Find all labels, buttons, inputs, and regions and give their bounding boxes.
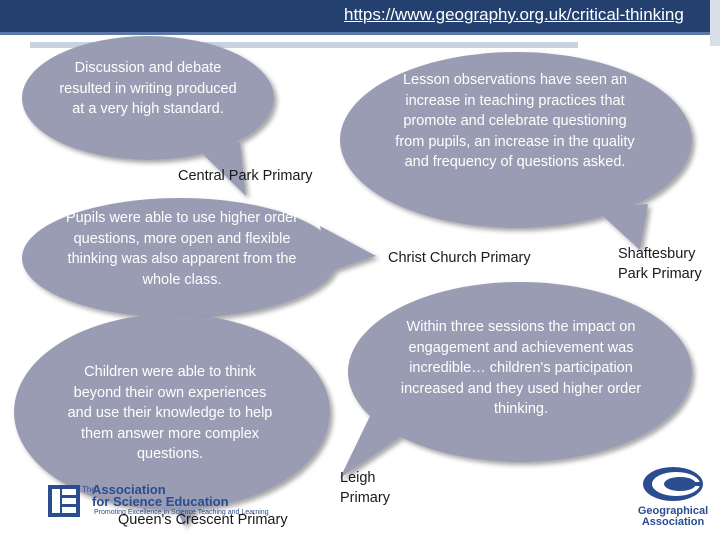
speech-bubble-children xyxy=(14,314,330,526)
ase-tagline: Promoting Excellence in Science Teaching… xyxy=(94,509,269,516)
source-link[interactable]: https://www.geography.org.uk/critical-th… xyxy=(344,5,684,24)
ase-logo: The Association for Science Education Pr… xyxy=(46,482,269,519)
school-shaftesbury-line1: Shaftesbury xyxy=(618,246,696,262)
ase-the-label: The xyxy=(82,485,96,494)
geographical-association-logo: Geographical Association xyxy=(630,464,716,530)
school-central-park: Central Park Primary xyxy=(178,168,313,184)
header-decoration-line xyxy=(30,42,578,48)
school-shaftesbury-line2: Park Primary xyxy=(618,266,702,282)
quote-lesson-observations: Lesson observations have seen an increas… xyxy=(395,72,635,170)
ga-name-line1: Geographical xyxy=(637,505,709,517)
header-bar xyxy=(0,0,720,32)
ase-emblem-icon xyxy=(48,485,80,517)
school-leigh-line2: Primary xyxy=(340,490,390,506)
school-christ-church: Christ Church Primary xyxy=(388,250,531,266)
header-side-strip xyxy=(710,0,720,46)
school-shaftesbury: Shaftesbury Park Primary xyxy=(618,244,702,284)
school-leigh-line1: Leigh xyxy=(340,470,376,486)
header-divider xyxy=(0,32,720,35)
ase-title-line1: Association xyxy=(92,482,166,497)
quote-children: Children were able to think beyond their… xyxy=(67,364,273,462)
quote-pupils: Pupils were able to use higher order que… xyxy=(65,210,299,288)
speech-bubble-three-sessions xyxy=(340,282,692,478)
speech-bubble-pupils xyxy=(22,198,376,318)
quote-three-sessions: Within three sessions the impact on enga… xyxy=(400,319,642,417)
school-leigh: Leigh Primary xyxy=(340,468,390,508)
ga-name-line2: Association xyxy=(641,516,705,528)
speech-bubble-central-park xyxy=(22,36,274,196)
school-queens-crescent: Queen's Crescent Primary xyxy=(118,512,288,528)
ga-emblem-icon xyxy=(643,467,703,501)
ase-title-line2: for Science Education xyxy=(92,494,229,509)
speech-bubble-lesson-observations xyxy=(340,52,692,250)
quote-central-park: Discussion and debate resulted in writin… xyxy=(59,60,237,117)
